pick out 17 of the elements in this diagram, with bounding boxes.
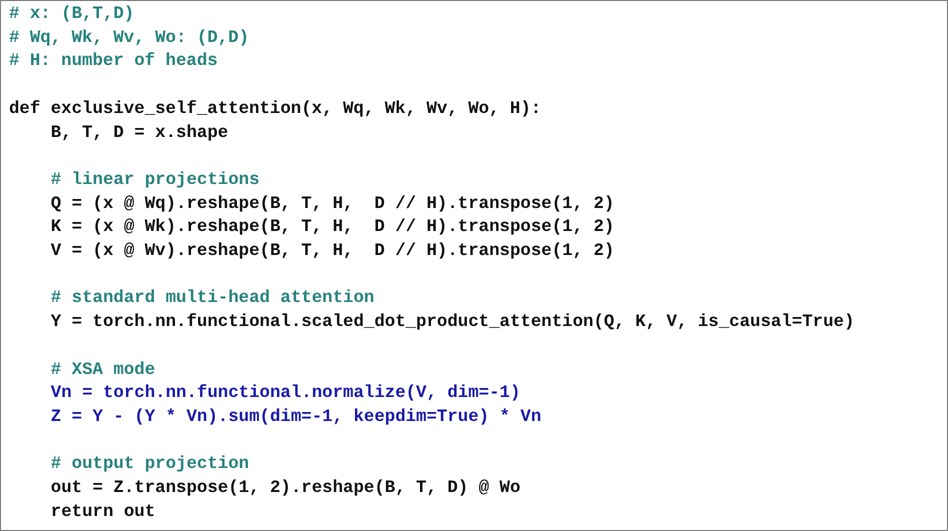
code-line: return out <box>50 502 156 524</box>
code-comment: # output projection <box>50 454 250 476</box>
code-line: def exclusive_self_attention(x, Wq, Wk, Wv, Wo, H): <box>9 98 542 121</box>
code-line: out = Z.transpose(1, 2).reshape(B, T, D) @ Wo <box>50 478 520 500</box>
code-comment: # Wq, Wk, Wv, Wo: (D,D) <box>9 28 250 50</box>
code-comment: # standard multi-head attention <box>50 288 374 310</box>
code-comment: # H: number of heads <box>9 51 218 74</box>
code-comment: # XSA mode <box>50 360 156 382</box>
highlighted-code-line: Vn = torch.nn.functional.normalize(V, dim=-1) <box>50 383 520 406</box>
code-line: Q = (x @ Wq).reshape(B, T, H, D // H).transpose(1, 2) <box>50 194 614 216</box>
code-line: V = (x @ Wv).reshape(B, T, H, D // H).transpose(1, 2) <box>50 241 614 263</box>
code-line: K = (x @ Wk).reshape(B, T, H, D // H).transpose(1, 2) <box>50 217 614 240</box>
highlighted-code-line: Z = Y - (Y * Vn).sum(dim=-1, keepdim=True) * Vn <box>50 406 542 429</box>
code-comment: # x: (B,T,D) <box>9 4 134 26</box>
code-line: Y = torch.nn.functional.scaled_dot_product_attention(Q, K, V, is_causal=True) <box>50 312 854 334</box>
code-line: B, T, D = x.shape <box>50 122 228 144</box>
code-comment: # linear projections <box>50 170 260 192</box>
